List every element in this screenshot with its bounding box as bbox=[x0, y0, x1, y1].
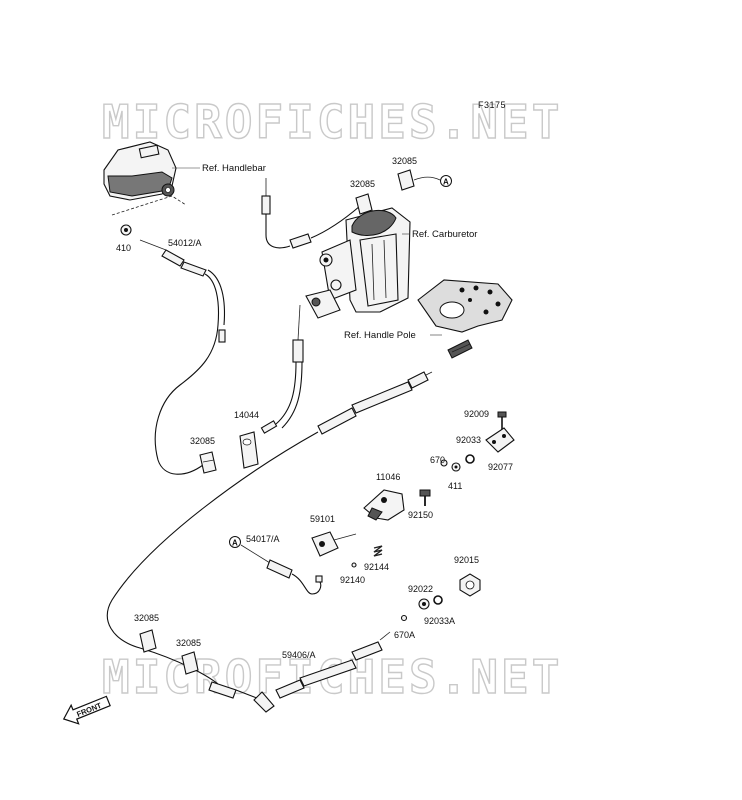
figure-code: F3175 bbox=[478, 100, 506, 110]
throttle-cable-54012a bbox=[139, 239, 226, 475]
cable-54017a bbox=[240, 544, 323, 595]
plate-92077 bbox=[485, 427, 515, 453]
carburetor-cable-upper bbox=[261, 178, 361, 249]
label-92150: 92150 bbox=[408, 510, 433, 520]
label-32085-left: 32085 bbox=[190, 436, 215, 446]
clamp-32085-left bbox=[199, 451, 217, 474]
washer-670 bbox=[440, 459, 448, 467]
label-14044: 14044 bbox=[234, 410, 259, 420]
label-670a: 670A bbox=[394, 630, 415, 640]
label-32085-mid: 32085 bbox=[350, 179, 375, 189]
pin-92140 bbox=[351, 562, 357, 568]
label-54017a: 54017/A bbox=[246, 534, 280, 544]
adjuster-bolt bbox=[447, 339, 473, 359]
handlebar-housing bbox=[103, 141, 177, 201]
ring-92033 bbox=[465, 454, 475, 464]
bolt-92009 bbox=[497, 411, 507, 430]
nut-92015 bbox=[459, 573, 481, 597]
watermark-bottom: MICROFICHES.NET bbox=[102, 650, 562, 704]
spring-92144 bbox=[373, 545, 383, 557]
washer-410 bbox=[120, 224, 132, 236]
clip-14044 bbox=[239, 431, 259, 469]
label-92033: 92033 bbox=[456, 435, 481, 445]
watermark-top: MICROFICHES.NET bbox=[102, 95, 562, 149]
label-32085-top: 32085 bbox=[392, 156, 417, 166]
label-410: 410 bbox=[116, 243, 131, 253]
label-32085-bottom-2: 32085 bbox=[176, 638, 201, 648]
ref-carburetor: Ref. Carburetor bbox=[412, 229, 477, 240]
label-670: 670 bbox=[430, 455, 445, 465]
label-92015: 92015 bbox=[454, 555, 479, 565]
clamp-32085-mid bbox=[355, 193, 373, 215]
washer-92022 bbox=[418, 598, 430, 610]
lever-11046 bbox=[363, 489, 405, 521]
label-54012a: 54012/A bbox=[168, 238, 202, 248]
label-92022: 92022 bbox=[408, 584, 433, 594]
clamp-32085-bottom-1 bbox=[139, 629, 157, 653]
callout-a-bottom: A bbox=[229, 536, 241, 548]
label-92077: 92077 bbox=[488, 462, 513, 472]
svg-text:A: A bbox=[443, 178, 449, 187]
svg-text:A: A bbox=[232, 539, 238, 548]
washer-670a bbox=[400, 614, 408, 622]
bolt-92150 bbox=[419, 489, 431, 506]
label-59406a: 59406/A bbox=[282, 650, 316, 660]
ref-handle-pole: Ref. Handle Pole bbox=[344, 330, 416, 341]
label-92009: 92009 bbox=[464, 409, 489, 419]
handle-pole-bracket bbox=[417, 279, 513, 333]
label-92140: 92140 bbox=[340, 575, 365, 585]
main-cable-59406a bbox=[106, 371, 433, 713]
ref-handlebar: Ref. Handlebar bbox=[202, 163, 266, 174]
label-411: 411 bbox=[448, 481, 462, 491]
label-11046: 11046 bbox=[376, 472, 400, 482]
callout-a-top: A bbox=[440, 175, 452, 187]
label-92033a: 92033A bbox=[424, 616, 455, 626]
ring-92033a bbox=[433, 595, 443, 605]
label-32085-bottom-1: 32085 bbox=[134, 613, 159, 623]
label-92144: 92144 bbox=[364, 562, 389, 572]
label-59101: 59101 bbox=[310, 514, 335, 524]
clamp-32085-top bbox=[397, 169, 441, 191]
carburetor-cable-lower bbox=[260, 304, 304, 434]
washer-411 bbox=[451, 462, 461, 472]
carburetor bbox=[305, 207, 411, 319]
lever-59101 bbox=[311, 531, 357, 557]
clamp-32085-bottom-2 bbox=[181, 651, 199, 675]
front-arrow: FRONT bbox=[62, 695, 111, 725]
